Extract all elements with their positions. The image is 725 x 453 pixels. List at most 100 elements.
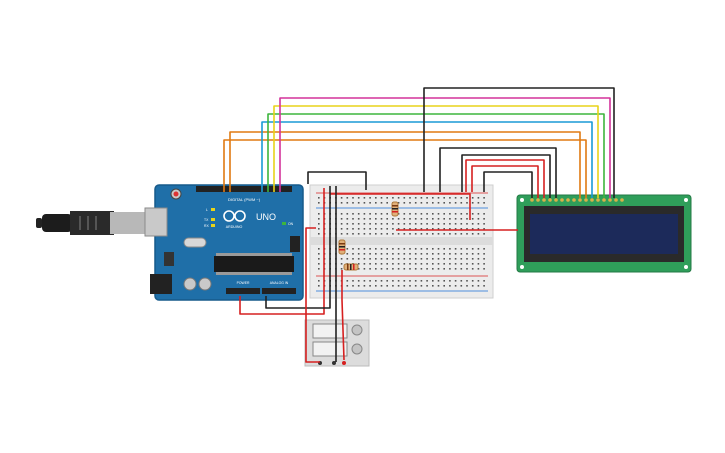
breadboard-hole: [471, 223, 474, 225]
wire-pink[interactable]: [279, 97, 611, 198]
breadboard-hole: [352, 285, 354, 287]
breadboard-hole: [443, 228, 445, 230]
breadboard-hole: [483, 197, 485, 199]
breadboard-hole: [375, 223, 377, 225]
usb-cable[interactable]: [36, 211, 162, 235]
arduino-uno-board[interactable]: DIGITAL (PWM ~) UNO ARDUINO L TX RX ON: [144, 184, 304, 301]
breadboard-hole: [369, 268, 371, 270]
wire-red-module[interactable]: [305, 227, 320, 363]
breadboard-hole: [380, 253, 383, 255]
lcd-pin: [554, 198, 558, 202]
breadboard-hole: [477, 228, 480, 230]
wire-cyan[interactable]: [261, 121, 593, 198]
breadboard-hole: [420, 263, 423, 265]
breadboard-hole: [318, 213, 320, 215]
digital-header-label: DIGITAL (PWM ~): [228, 197, 261, 202]
knob-bottom-icon[interactable]: [351, 343, 363, 355]
breadboard-hole: [426, 213, 428, 215]
lcd-16x2-display[interactable]: [516, 194, 692, 273]
breadboard-hole: [369, 285, 371, 287]
breadboard-hole: [357, 285, 360, 287]
breadboard-hole: [432, 218, 434, 220]
lcd-pin: [620, 198, 624, 202]
wire-red-5v[interactable]: [239, 188, 325, 315]
breadboard-hole: [483, 268, 485, 270]
breadboard-hole: [454, 268, 457, 270]
breadboard-hole: [346, 197, 349, 199]
breadboard[interactable]: [309, 184, 494, 299]
breadboard-hole: [403, 258, 406, 260]
breadboard-hole: [386, 268, 388, 270]
breadboard-hole: [466, 280, 468, 282]
wire-black-lcd-3[interactable]: [483, 171, 533, 198]
breadboard-hole: [471, 213, 474, 215]
wire-yellow[interactable]: [273, 105, 599, 198]
breadboard-hole: [460, 253, 463, 255]
wire-red-lcd-1[interactable]: [465, 159, 545, 198]
breadboard-hole: [483, 223, 485, 225]
breadboard-hole: [443, 197, 445, 199]
breadboard-hole: [375, 258, 377, 260]
breadboard-hole: [386, 280, 388, 282]
wire-black-lcd-2[interactable]: [461, 154, 551, 198]
breadboard-hole: [420, 223, 423, 225]
wire-red-lcd-2[interactable]: [471, 165, 539, 198]
wire-red-module-2[interactable]: [341, 270, 345, 361]
breadboard-hole: [363, 228, 366, 230]
resistor-1[interactable]: [391, 201, 399, 217]
breadboard-hole: [346, 223, 349, 225]
breadboard-hole: [454, 253, 457, 255]
breadboard-hole: [443, 213, 445, 215]
breadboard-hole: [414, 268, 417, 270]
breadboard-hole: [380, 258, 383, 260]
breadboard-hole: [386, 228, 388, 230]
breadboard-hole: [392, 253, 394, 255]
breadboard-hole: [471, 218, 474, 220]
voltage-regulator: [164, 252, 174, 266]
breadboard-hole: [449, 197, 451, 199]
breadboard-hole: [432, 268, 434, 270]
led-tx: [211, 218, 215, 221]
breadboard-hole: [318, 218, 320, 220]
breadboard-hole: [375, 268, 377, 270]
breadboard-hole: [397, 233, 400, 235]
breadboard-hole: [426, 258, 428, 260]
breadboard-hole: [397, 228, 400, 230]
breadboard-hole: [375, 233, 377, 235]
breadboard-hole: [380, 218, 383, 220]
breadboard-hole: [414, 285, 417, 287]
wire-black-top[interactable]: [423, 87, 615, 198]
breadboard-hole: [443, 253, 445, 255]
wire-black-lcd-1[interactable]: [439, 147, 557, 198]
breadboard-hole: [471, 228, 474, 230]
breadboard-hole: [460, 280, 463, 282]
breadboard-hole: [352, 213, 354, 215]
breadboard-hole: [460, 197, 463, 199]
breadboard-hole: [471, 268, 474, 270]
wire-orange-2[interactable]: [229, 131, 581, 198]
breadboard-hole: [318, 280, 320, 282]
breadboard-hole: [352, 202, 354, 204]
breadboard-hole: [340, 268, 343, 270]
resistor-3[interactable]: [343, 263, 359, 271]
wire-black-gnd[interactable]: [307, 171, 367, 190]
breadboard-hole: [449, 228, 451, 230]
wire-green[interactable]: [267, 113, 605, 198]
breadboard-hole: [392, 233, 394, 235]
breadboard-hole: [409, 263, 411, 265]
knob-top-icon[interactable]: [351, 324, 363, 336]
resistor-2[interactable]: [338, 239, 346, 255]
wire-black-ground[interactable]: [265, 186, 331, 309]
breadboard-hole: [460, 213, 463, 215]
usb-b-port: [144, 207, 168, 237]
breadboard-hole: [375, 248, 377, 250]
breadboard-hole: [449, 258, 451, 260]
breadboard-hole: [437, 285, 440, 287]
wire-orange-1[interactable]: [223, 139, 587, 198]
wire-red-rail[interactable]: [330, 193, 471, 220]
capacitor-1: [183, 277, 197, 291]
breadboard-hole: [414, 218, 417, 220]
lcd-mount-hole: [520, 265, 524, 269]
potentiometer-module[interactable]: [304, 319, 370, 367]
